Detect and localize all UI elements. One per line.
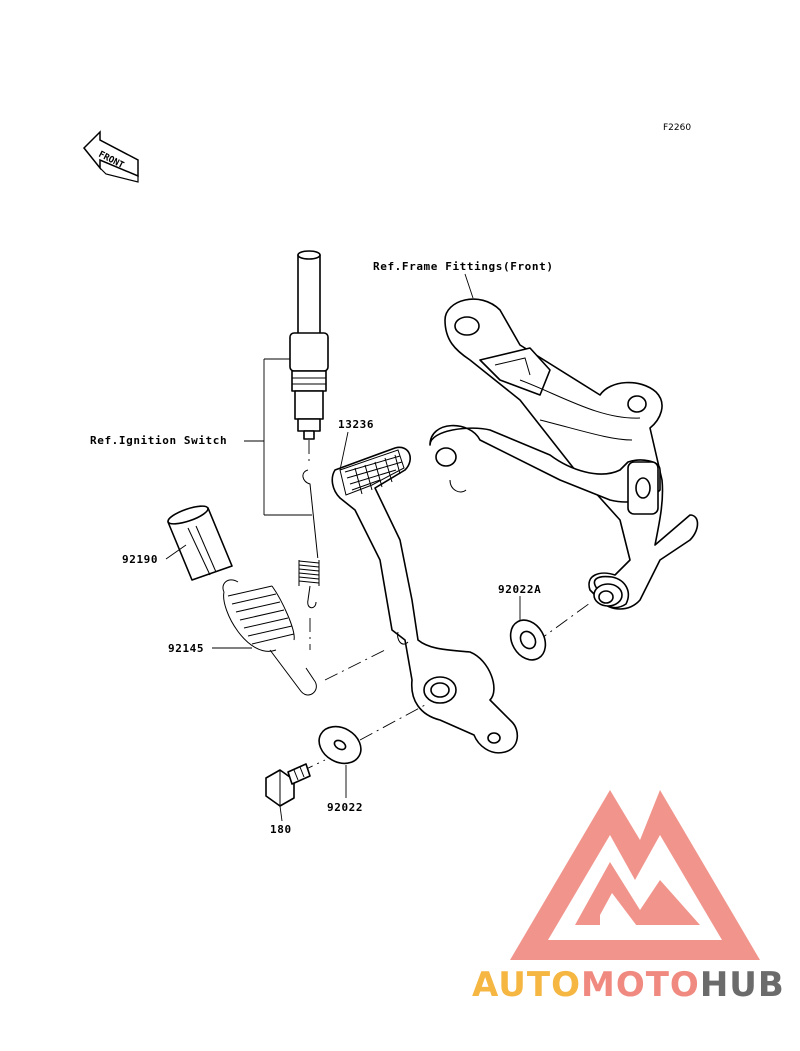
return-spring-part <box>222 579 317 696</box>
figure-code: F2260 <box>663 123 691 133</box>
ignition-ref-leaders <box>244 358 312 516</box>
bolt-180-part <box>265 763 311 807</box>
brake-pedal-part <box>331 446 519 754</box>
washer-92022-part <box>318 725 362 765</box>
label-ignition-ref: Ref.Ignition Switch <box>90 434 227 447</box>
label-92190: 92190 <box>122 553 158 566</box>
label-92145: 92145 <box>168 642 204 655</box>
watermark-text: AUTOMOTOHUB <box>472 965 785 1005</box>
part-leaders <box>165 273 521 822</box>
label-92022A: 92022A <box>498 583 541 596</box>
watermark-moto: MOTO <box>581 965 700 1005</box>
label-frame-ref: Ref.Frame Fittings(Front) <box>373 260 554 273</box>
watermark-auto: AUTO <box>472 965 581 1005</box>
label-180: 180 <box>270 823 292 836</box>
brake-switch-part <box>289 250 329 440</box>
label-92022: 92022 <box>327 801 363 814</box>
watermark-hub: HUB <box>700 965 785 1005</box>
switch-spring-part <box>298 469 320 609</box>
watermark-logo <box>510 790 760 960</box>
front-arrow-icon: FRONT <box>82 130 139 183</box>
frame-fittings-part <box>429 298 699 610</box>
sleeve-part <box>167 505 233 581</box>
washer-92022A-part <box>509 619 547 661</box>
label-13236: 13236 <box>338 418 374 431</box>
